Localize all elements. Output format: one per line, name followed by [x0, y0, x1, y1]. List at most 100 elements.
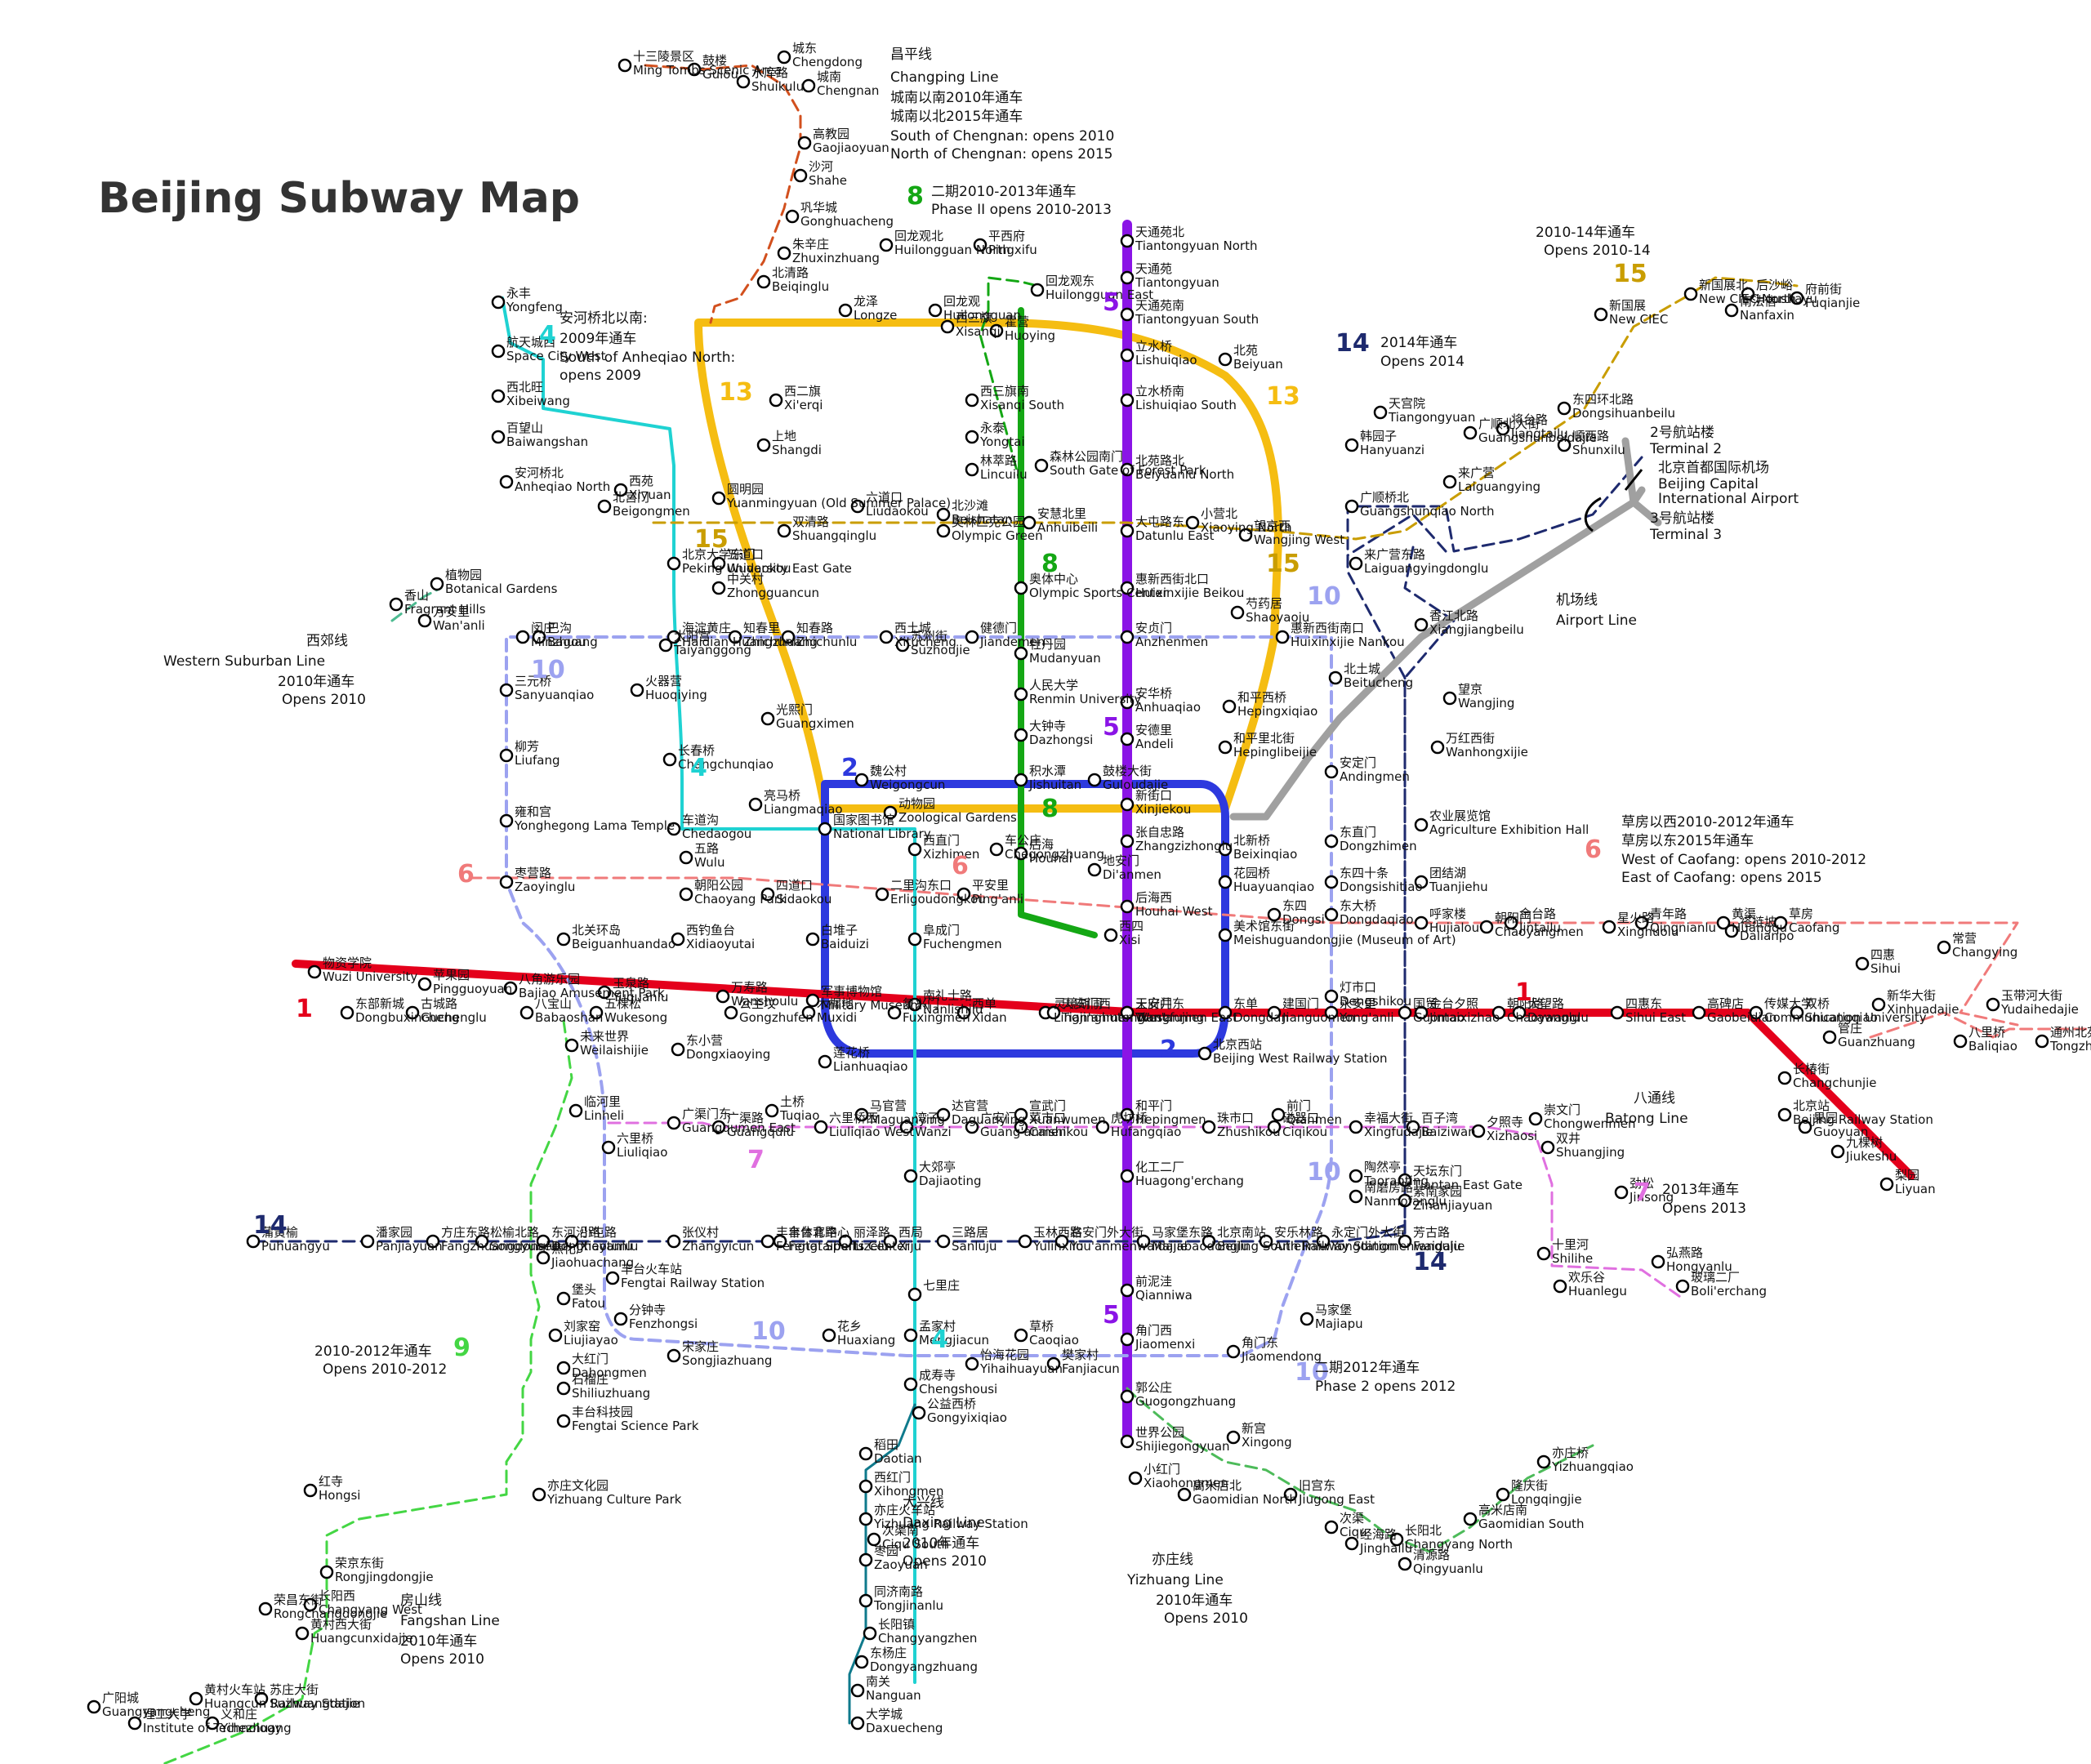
station-marker[interactable]: [858, 1446, 873, 1461]
station-marker[interactable]: [1414, 817, 1429, 832]
station-marker[interactable]: [1202, 1120, 1216, 1134]
station-marker[interactable]: [965, 1356, 979, 1371]
station-marker[interactable]: [1267, 907, 1282, 922]
station-marker[interactable]: [307, 964, 322, 979]
station-marker[interactable]: [854, 1655, 869, 1669]
station-marker[interactable]: [1536, 1454, 1551, 1469]
station-marker[interactable]: [1953, 1034, 1968, 1049]
station-marker[interactable]: [205, 1716, 220, 1731]
station-marker[interactable]: [1095, 1120, 1110, 1134]
station-marker[interactable]: [903, 1328, 918, 1343]
station-marker[interactable]: [928, 303, 943, 318]
station-marker[interactable]: [1324, 875, 1339, 889]
station-marker[interactable]: [1197, 1046, 1212, 1061]
station-marker[interactable]: [711, 1120, 726, 1134]
station-marker[interactable]: [863, 1626, 877, 1641]
station-marker[interactable]: [491, 430, 506, 444]
station-marker[interactable]: [801, 1005, 816, 1020]
station-marker[interactable]: [1773, 915, 1788, 930]
station-marker[interactable]: [1014, 687, 1028, 702]
station-marker[interactable]: [613, 1312, 628, 1326]
station-marker[interactable]: [1136, 1234, 1151, 1249]
station-marker[interactable]: [671, 932, 685, 947]
station-marker[interactable]: [765, 1103, 779, 1118]
station-marker[interactable]: [936, 1107, 951, 1122]
station-marker[interactable]: [1218, 1005, 1233, 1020]
station-marker[interactable]: [989, 323, 1004, 338]
station-marker[interactable]: [1230, 605, 1245, 620]
station-marker[interactable]: [1798, 1120, 1812, 1134]
station-marker[interactable]: [1120, 1005, 1135, 1020]
station-marker[interactable]: [858, 1479, 873, 1494]
station-marker[interactable]: [1120, 899, 1135, 914]
station-marker[interactable]: [711, 581, 726, 595]
station-marker[interactable]: [1463, 425, 1478, 440]
station-marker[interactable]: [1398, 1173, 1412, 1187]
station-marker[interactable]: [1414, 1005, 1429, 1020]
station-marker[interactable]: [773, 1234, 787, 1249]
station-marker[interactable]: [1275, 630, 1290, 644]
station-marker[interactable]: [556, 1414, 571, 1428]
station-marker[interactable]: [556, 1381, 571, 1396]
station-marker[interactable]: [1414, 875, 1429, 889]
station-marker[interactable]: [1496, 421, 1510, 436]
station-marker[interactable]: [556, 1291, 571, 1306]
station-marker[interactable]: [1018, 1234, 1032, 1249]
station-marker[interactable]: [879, 238, 894, 252]
station-marker[interactable]: [1177, 1487, 1192, 1502]
station-marker[interactable]: [1349, 1169, 1363, 1183]
station-marker[interactable]: [1675, 1279, 1690, 1294]
station-marker[interactable]: [1324, 1520, 1339, 1535]
station-marker[interactable]: [536, 1250, 551, 1265]
station-marker[interactable]: [1553, 1279, 1567, 1294]
station-marker[interactable]: [1120, 1389, 1135, 1404]
station-marker[interactable]: [1479, 920, 1494, 934]
station-marker[interactable]: [1054, 1234, 1069, 1249]
station-marker[interactable]: [879, 630, 894, 644]
station-marker[interactable]: [818, 822, 832, 836]
station-marker[interactable]: [1218, 842, 1233, 857]
station-marker[interactable]: [667, 630, 681, 644]
station-marker[interactable]: [1120, 348, 1135, 363]
station-marker[interactable]: [1651, 1254, 1665, 1269]
station-marker[interactable]: [499, 474, 514, 489]
station-marker[interactable]: [667, 1116, 681, 1130]
station-marker[interactable]: [491, 295, 506, 310]
station-marker[interactable]: [1594, 307, 1608, 322]
station-marker[interactable]: [1406, 1120, 1420, 1134]
station-marker[interactable]: [724, 1005, 738, 1020]
station-marker[interactable]: [1271, 1107, 1286, 1122]
station-marker[interactable]: [711, 556, 726, 571]
station-marker[interactable]: [1749, 1005, 1763, 1020]
station-marker[interactable]: [1014, 1328, 1028, 1343]
station-marker[interactable]: [389, 597, 403, 612]
station-marker[interactable]: [1442, 474, 1457, 489]
station-marker[interactable]: [822, 1328, 836, 1343]
station-marker[interactable]: [1634, 915, 1649, 930]
station-marker[interactable]: [1463, 1512, 1478, 1526]
station-marker[interactable]: [760, 1234, 775, 1249]
station-marker[interactable]: [597, 499, 612, 514]
station-marker[interactable]: [1238, 528, 1253, 542]
station-marker[interactable]: [1414, 915, 1429, 930]
station-marker[interactable]: [1218, 352, 1233, 367]
station-marker[interactable]: [1259, 1234, 1273, 1249]
station-marker[interactable]: [883, 1234, 898, 1249]
station-marker[interactable]: [965, 1120, 979, 1134]
station-marker[interactable]: [548, 1328, 563, 1343]
station-marker[interactable]: [556, 1361, 571, 1375]
station-marker[interactable]: [1471, 1124, 1486, 1138]
station-marker[interactable]: [887, 1005, 902, 1020]
station-marker[interactable]: [303, 1597, 318, 1612]
station-marker[interactable]: [426, 1234, 440, 1249]
station-marker[interactable]: [838, 1234, 853, 1249]
station-marker[interactable]: [711, 491, 726, 506]
station-marker[interactable]: [1283, 1487, 1298, 1502]
station-marker[interactable]: [1030, 283, 1045, 297]
station-marker[interactable]: [417, 977, 432, 991]
station-marker[interactable]: [903, 1377, 918, 1392]
station-marker[interactable]: [907, 842, 922, 857]
station-marker[interactable]: [818, 1054, 832, 1069]
station-marker[interactable]: [854, 773, 869, 787]
station-marker[interactable]: [1120, 797, 1135, 812]
